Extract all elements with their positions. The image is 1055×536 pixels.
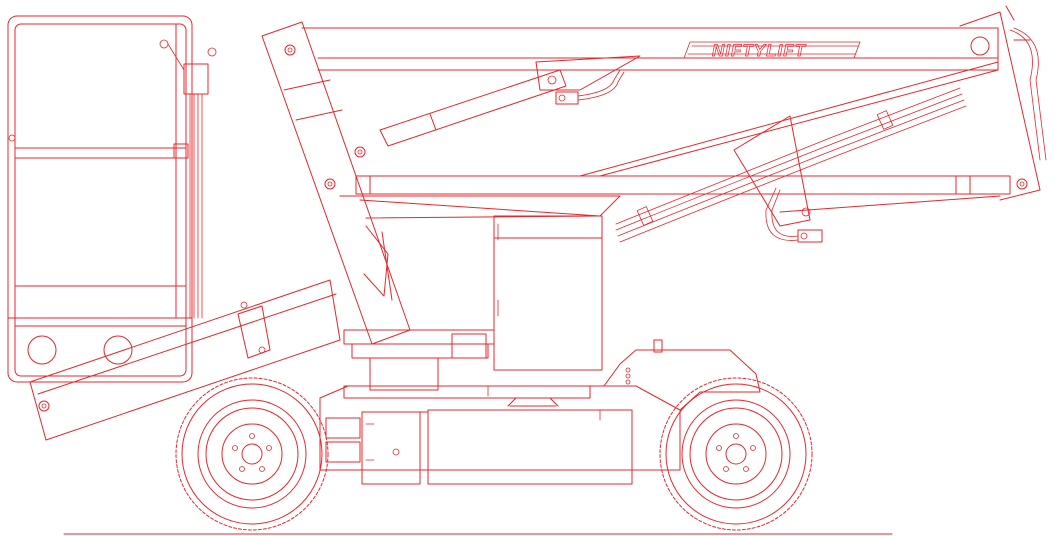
basket-controls (159, 39, 217, 319)
chassis (319, 385, 681, 485)
engine-cover (603, 339, 761, 411)
brand-logo: NIFTYLIFT (683, 41, 861, 60)
wheel-front (175, 377, 329, 531)
turret (339, 195, 621, 399)
basket-light-left (27, 335, 57, 365)
boom-brace (579, 61, 999, 177)
hydraulic-cylinder-lower (733, 115, 823, 243)
jib-arm (29, 279, 341, 441)
platform-basket (7, 15, 193, 383)
boom-hoses (615, 87, 967, 243)
wheel-rear (659, 377, 813, 531)
tie-rod (355, 175, 1011, 217)
upper-boom: NIFTYLIFT (301, 27, 999, 71)
hydraulic-cylinder-upper (379, 55, 641, 147)
boom-knuckle (959, 5, 1047, 201)
brand-text: NIFTYLIFT (712, 41, 807, 60)
basket-light-right (103, 335, 133, 365)
control-cabinet (493, 215, 603, 371)
